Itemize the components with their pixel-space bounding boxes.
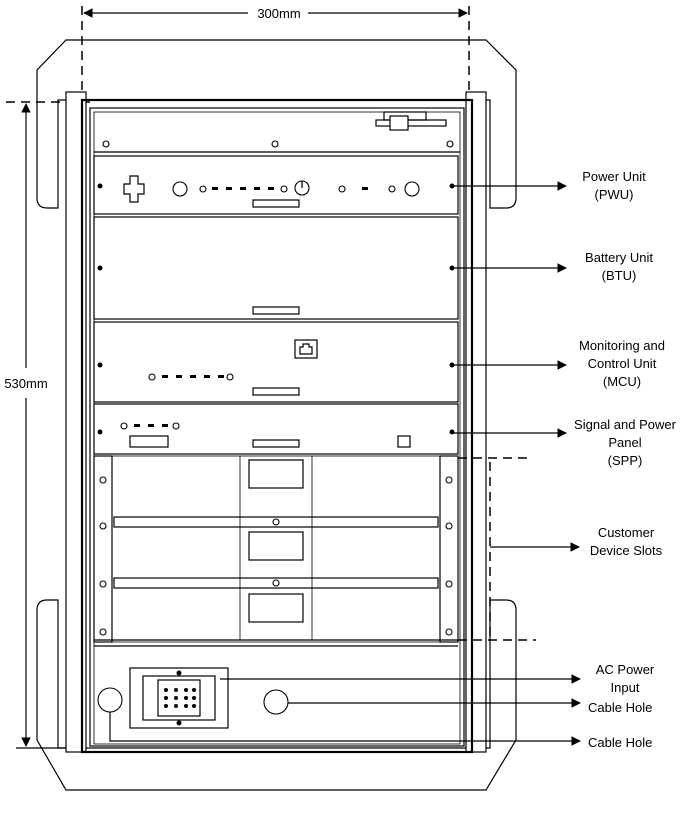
pwu-label-line2: (PWU) [595, 187, 634, 202]
pwu-label-line1: Power Unit [582, 169, 646, 184]
customer-device-slots [93, 455, 459, 643]
power-unit [93, 155, 459, 215]
btu-label-line1: Battery Unit [585, 250, 653, 265]
mcu-label-line3: (MCU) [603, 374, 641, 389]
width-dimension: 300mm [81, 6, 470, 100]
bottom-plate [94, 645, 458, 729]
spp-label-line3: (SPP) [608, 453, 643, 468]
cabinet-frame [36, 39, 517, 791]
customer-label-line1: Customer [598, 525, 655, 540]
mcu-label-line1: Monitoring and [579, 338, 665, 353]
cable-hole-left [97, 687, 123, 713]
width-label: 300mm [257, 6, 300, 21]
callout-labels: Power Unit (PWU) Battery Unit (BTU) Moni… [574, 169, 677, 750]
ac-label-line2: Input [611, 680, 640, 695]
monitoring-control-unit [93, 321, 459, 403]
mcu-label-line2: Control Unit [588, 356, 657, 371]
height-label: 530mm [4, 376, 47, 391]
spp-label-line1: Signal and Power [574, 417, 677, 432]
leader-lines [109, 181, 581, 746]
cable-hole-2-label: Cable Hole [588, 735, 652, 750]
signal-power-panel [93, 403, 459, 455]
btu-label-line2: (BTU) [602, 268, 637, 283]
ac-label-line1: AC Power [596, 662, 655, 677]
cable-hole-1-label: Cable Hole [588, 700, 652, 715]
battery-unit [93, 216, 459, 320]
cable-hole-2-leader [109, 712, 581, 746]
height-dimension: 530mm [0, 101, 90, 749]
customer-bracket [458, 457, 536, 641]
spp-label-line2: Panel [608, 435, 641, 450]
customer-label-line2: Device Slots [590, 543, 663, 558]
ac-terminal-block [129, 667, 229, 729]
cable-hole-right [263, 689, 289, 715]
